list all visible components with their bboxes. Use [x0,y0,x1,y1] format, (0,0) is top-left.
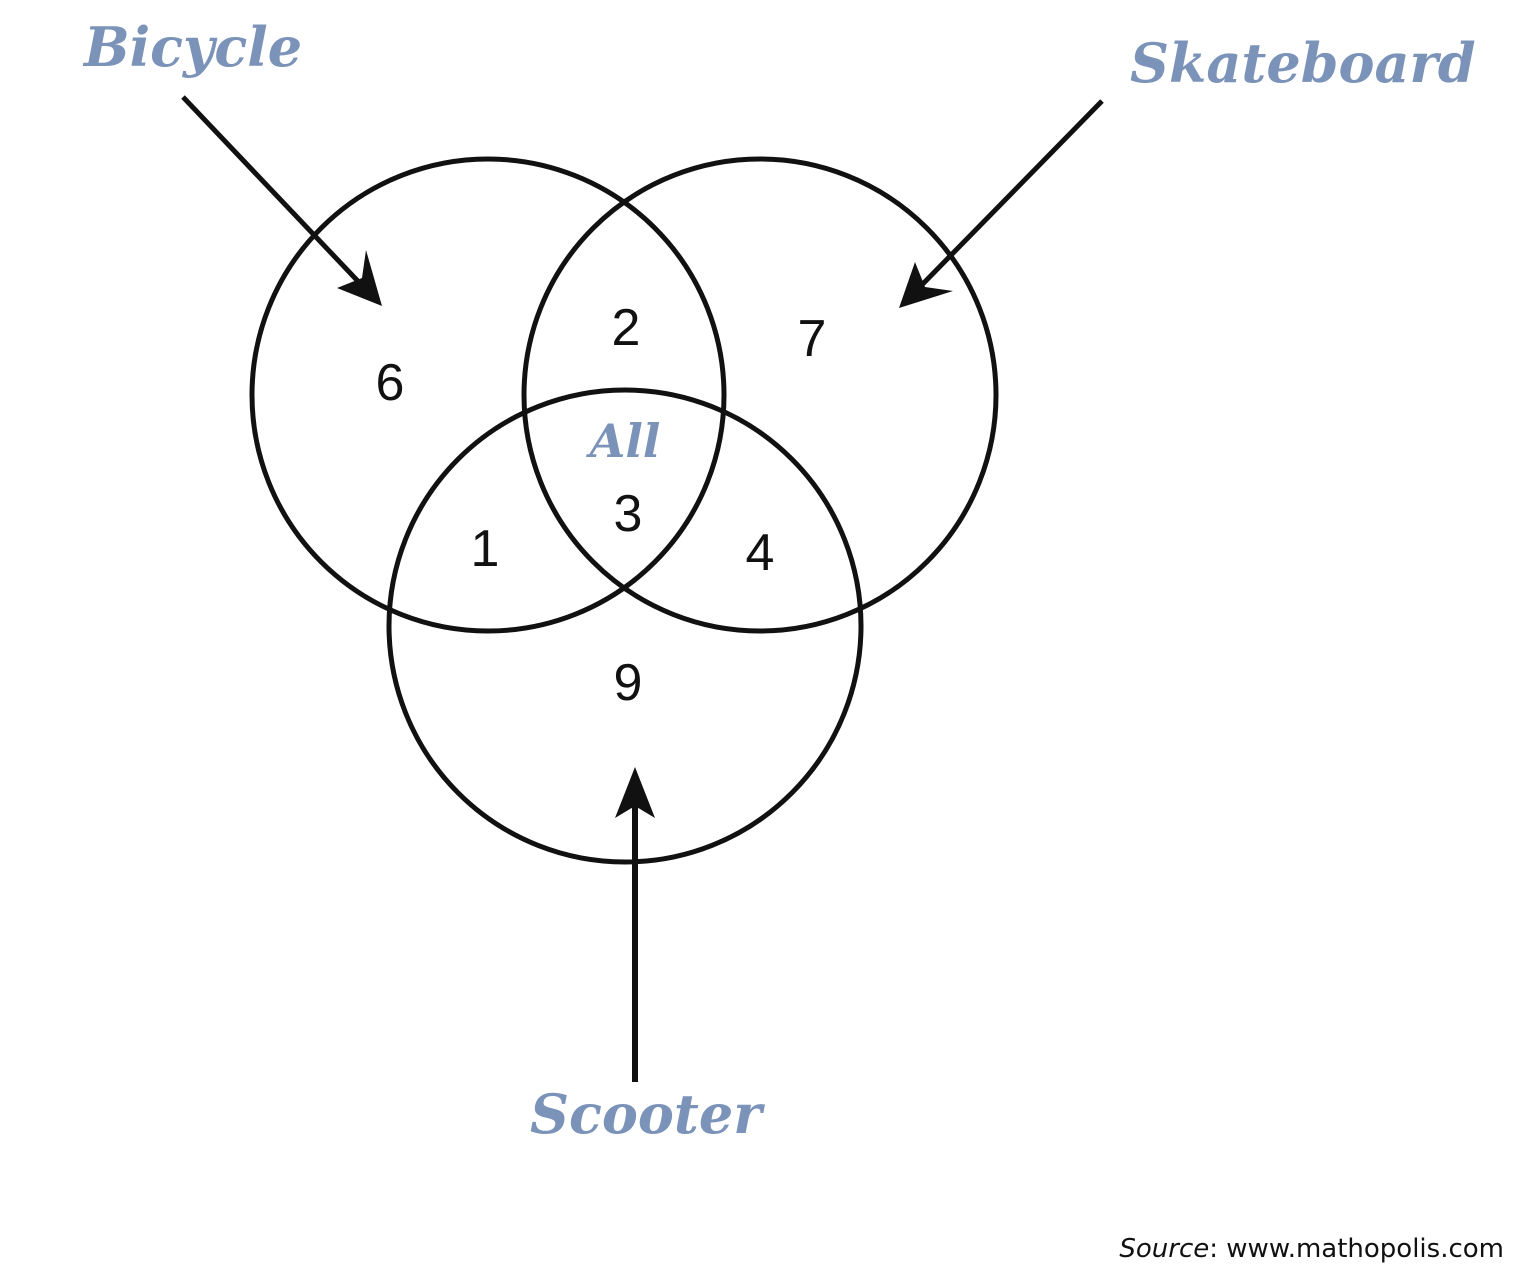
region-scooter-only: 9 [614,654,643,712]
source-url: : www.mathopolis.com [1209,1234,1504,1264]
skateboard-circle [521,156,999,634]
region-bicycle-only: 6 [376,354,405,412]
scooter-arrow [615,767,655,1082]
bicycle-arrow [181,95,382,306]
bicycle-label: Bicycle [82,15,302,79]
region-skateboard-scooter: 4 [746,524,775,582]
region-bicycle-skateboard: 2 [612,299,641,357]
source-credit: Source: www.mathopolis.com [1119,1234,1504,1264]
region-skateboard-only: 7 [798,310,827,368]
skateboard-arrow [899,99,1104,308]
bicycle-circle [249,156,727,634]
region-all-three: 3 [614,485,643,543]
source-prefix: Source [1119,1234,1210,1264]
all-three-label: All [586,414,661,468]
scooter-label: Scooter [530,1082,765,1146]
skateboard-label: Skateboard [1130,31,1476,95]
scooter-circle [386,387,864,865]
region-bicycle-scooter: 1 [471,520,500,578]
